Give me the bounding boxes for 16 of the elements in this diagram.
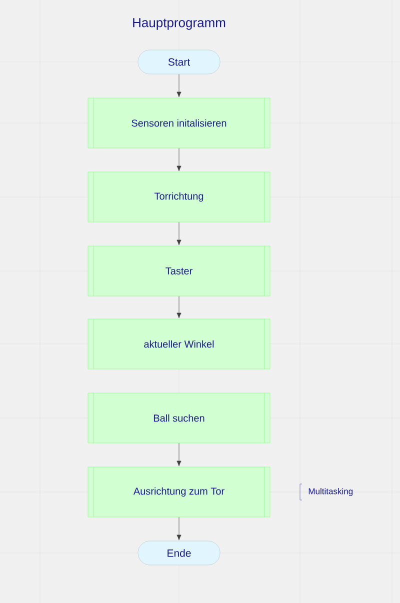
title: Hauptprogramm xyxy=(133,18,226,30)
terminal-box: Ende xyxy=(138,540,220,566)
arrow xyxy=(176,517,182,540)
process-box: aktueller Winkel xyxy=(88,318,270,370)
terminal-box: Start xyxy=(138,50,220,74)
process-box: Torrichtung xyxy=(88,172,270,222)
process-box: Ball suchen xyxy=(88,392,270,444)
arrow xyxy=(176,148,182,172)
arrow xyxy=(176,74,182,98)
process-box: Taster xyxy=(88,246,270,296)
arrow xyxy=(176,222,182,246)
bracket-note: Multitasking xyxy=(300,484,353,500)
process-box: Ausrichtung zum Tor xyxy=(88,466,270,518)
process-box: Sensoren initalisieren xyxy=(88,98,270,148)
arrow xyxy=(176,296,182,318)
arrow xyxy=(176,443,182,466)
